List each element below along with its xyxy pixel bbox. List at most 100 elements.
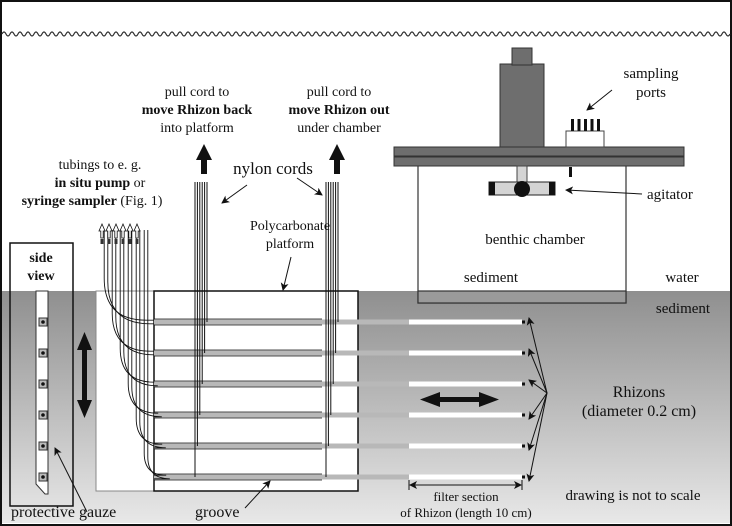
groove-pointer bbox=[244, 480, 271, 509]
nylon-cords-right-pointer bbox=[296, 177, 323, 196]
rhizon-tip bbox=[522, 351, 525, 355]
rhizon-filter-section bbox=[409, 412, 522, 418]
rhizon-tube bbox=[154, 474, 409, 480]
pull-back-label-2: move Rhizon back bbox=[142, 103, 253, 118]
rhizon-filter-section bbox=[409, 474, 522, 480]
tubing-line bbox=[147, 230, 170, 480]
sampling-port-pin bbox=[577, 119, 581, 131]
platform-pointer bbox=[280, 256, 292, 291]
gauze-dot bbox=[41, 413, 45, 417]
tubing-outlet-arrow bbox=[119, 222, 127, 239]
rhizon-tip bbox=[522, 382, 525, 386]
water-surface-waves bbox=[1, 31, 731, 37]
rhizon-tube bbox=[154, 319, 409, 325]
tubing-line bbox=[135, 230, 163, 445]
pull-back-arrow bbox=[196, 144, 212, 174]
tubing-line bbox=[143, 230, 167, 476]
sediment-outside-label: sediment bbox=[656, 301, 711, 317]
tubing-line bbox=[123, 230, 158, 387]
syringe-sampler-text: syringe sampler bbox=[22, 194, 117, 209]
protective-gauze-label: protective gauze bbox=[11, 504, 116, 521]
rhizons-label-1: Rhizons bbox=[613, 384, 665, 401]
tubing-connector bbox=[100, 239, 104, 244]
benthic-chamber-label: benthic chamber bbox=[485, 232, 585, 248]
nylon-cords-left-pointer bbox=[221, 184, 248, 204]
pull-out-label-1: pull cord to bbox=[307, 85, 372, 100]
sampling-port-pin bbox=[584, 119, 587, 131]
groove-label: groove bbox=[195, 504, 239, 521]
side-view-label-2: view bbox=[27, 269, 55, 284]
pull-back-label-3: into platform bbox=[160, 121, 234, 136]
tubing-connector bbox=[128, 239, 132, 244]
pull-back-label-1: pull cord to bbox=[165, 85, 230, 100]
filter-section-label-2: of Rhizon (length 10 cm) bbox=[400, 505, 531, 520]
tubing-outlet-arrow bbox=[98, 222, 106, 239]
sampling-ports-pointer bbox=[586, 89, 613, 111]
chamber-probe bbox=[569, 167, 572, 177]
rhizon-tip bbox=[522, 475, 525, 479]
vertical-movement-arrow bbox=[77, 332, 92, 418]
platform-label-1: Polycarbonate bbox=[250, 219, 330, 234]
chamber-base-in-sediment bbox=[417, 290, 627, 304]
sampling-port-pin bbox=[597, 119, 600, 131]
sampling-ports-label-2: ports bbox=[636, 85, 666, 101]
tubing-outlet-arrow bbox=[126, 222, 134, 239]
rhizon-tube bbox=[154, 443, 409, 449]
rhizon-filter-section bbox=[409, 443, 522, 449]
agitator-shaft bbox=[516, 165, 528, 184]
tubing-outlet-arrow bbox=[133, 222, 141, 239]
filter-section-label-1: filter section bbox=[433, 489, 499, 504]
tubings-label-1: tubings to e. g. bbox=[59, 158, 142, 173]
pull-out-label-2: move Rhizon out bbox=[288, 103, 389, 118]
side-view-panel bbox=[9, 242, 74, 507]
fig-ref-text: (Fig. 1) bbox=[117, 194, 163, 209]
rhizon-tip bbox=[522, 320, 525, 324]
agitator-right-end bbox=[549, 182, 555, 195]
motor-housing bbox=[499, 63, 545, 148]
agitator-pointer bbox=[565, 186, 643, 195]
tubing-connector bbox=[107, 239, 111, 244]
nylon-cords-label: nylon cords bbox=[233, 159, 313, 178]
gauze-dot bbox=[41, 382, 45, 386]
benthic-chamber bbox=[393, 47, 685, 304]
rhizon-tip-pointer bbox=[527, 392, 548, 451]
sampling-port-block bbox=[565, 130, 605, 148]
side-view-header-bg bbox=[11, 244, 72, 291]
protective-gauze-markers bbox=[38, 317, 48, 482]
rhizons-label-2: (diameter 0.2 cm) bbox=[582, 403, 696, 420]
tubing-outlet-arrows bbox=[98, 222, 141, 244]
agitator-left-end bbox=[489, 182, 495, 195]
pointer-arrows bbox=[54, 89, 643, 513]
tubing-connector bbox=[121, 239, 125, 244]
tubing-outlet-arrow bbox=[105, 222, 113, 239]
rhizon-tip-pointer bbox=[528, 379, 548, 394]
rhizon-tip-pointer bbox=[527, 348, 548, 394]
rhizon-tip bbox=[522, 413, 525, 417]
sampling-port-pin bbox=[571, 119, 574, 131]
in-situ-pump-text: in situ pump bbox=[55, 176, 131, 191]
gauze-dot bbox=[41, 320, 45, 324]
gauze-dot bbox=[41, 475, 45, 479]
rhizon-pointers bbox=[526, 317, 548, 482]
rhizon-tube bbox=[154, 350, 409, 356]
sediment-inside-label: sediment bbox=[464, 270, 519, 286]
labels: pull cord to move Rhizon back into platf… bbox=[11, 66, 711, 521]
rhizon-tip bbox=[522, 444, 525, 448]
gauze-pointer bbox=[54, 447, 88, 513]
tubing-line bbox=[139, 230, 166, 449]
platform-label-2: platform bbox=[266, 237, 314, 252]
tubing-connector bbox=[135, 239, 139, 244]
rhizon-tip-pointer bbox=[528, 392, 548, 420]
motor-cap bbox=[511, 47, 533, 66]
not-to-scale-note: drawing is not to scale bbox=[566, 488, 701, 504]
water-label: water bbox=[665, 270, 698, 286]
rhizon-filter-section bbox=[409, 350, 522, 356]
tubing-line bbox=[127, 230, 159, 414]
rhizon-tube bbox=[154, 412, 409, 418]
tubings-label-2: in situ pump or bbox=[55, 176, 146, 191]
tubing-line bbox=[119, 230, 155, 383]
rhizon-filter-section bbox=[409, 381, 522, 387]
tubing-line bbox=[107, 230, 154, 325]
